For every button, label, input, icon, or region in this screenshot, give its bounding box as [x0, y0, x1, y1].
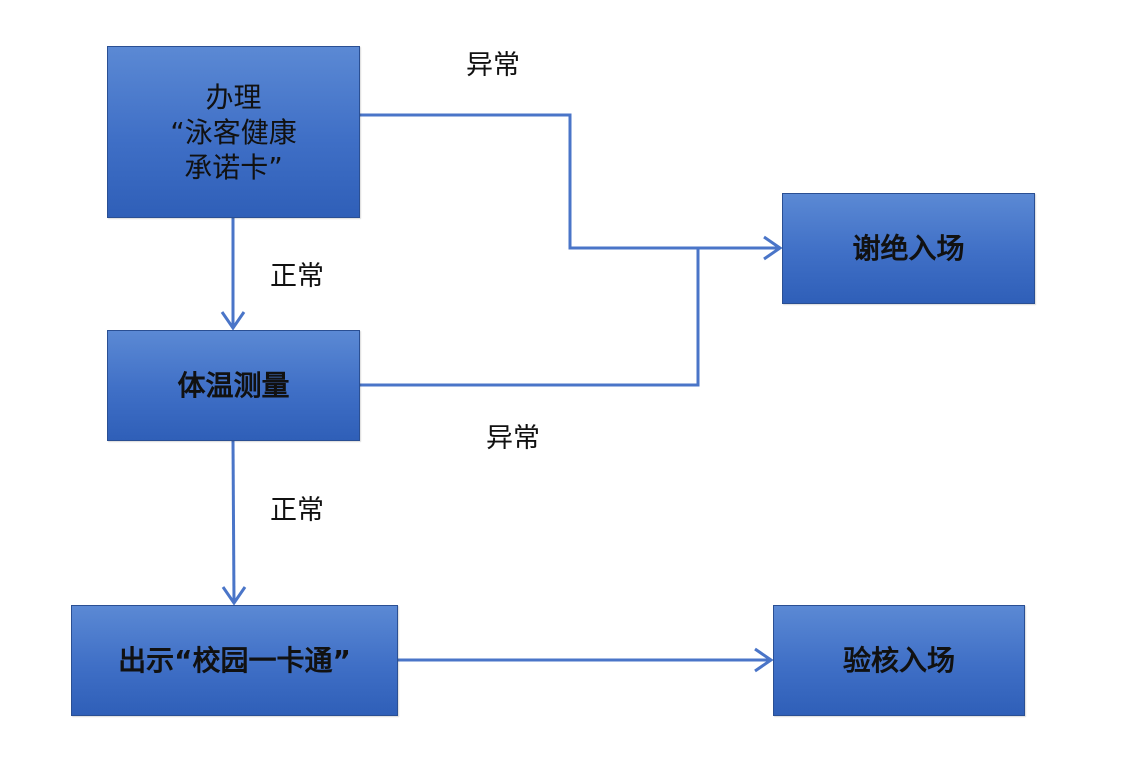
node-show-campus-card-label: 出示“校园一卡通”: [118, 644, 351, 677]
node-verify-entry-label: 验核入场: [842, 644, 955, 677]
node-temperature-measurement: 体温测量: [107, 330, 360, 441]
connector-temperature-to-showcard: [231, 440, 236, 604]
node-verify-entry: 验核入场: [773, 605, 1025, 716]
node-refuse-entry-label: 谢绝入场: [852, 232, 965, 265]
edge-label-abnormal-top: 异常: [466, 50, 520, 81]
edge-label-normal-1: 正常: [270, 261, 324, 292]
node-apply-line-2: “泳客健康: [170, 115, 297, 149]
node-apply-line-1: 办理: [205, 80, 262, 114]
connector-temperature-to-refuse: [360, 248, 700, 387]
node-apply-health-card: 办理 “泳客健康 承诺卡”: [107, 46, 360, 218]
arrowhead-apply-to-temperature: [220, 311, 246, 331]
edge-label-normal-2: 正常: [270, 495, 324, 526]
node-show-campus-card: 出示“校园一卡通”: [71, 605, 398, 716]
arrowhead-to-refuse: [763, 235, 783, 261]
connector-apply-to-refuse: [360, 113, 780, 250]
node-refuse-entry: 谢绝入场: [782, 193, 1035, 304]
node-temperature-label: 体温测量: [177, 369, 290, 402]
edge-label-abnormal-mid: 异常: [486, 423, 540, 454]
arrowhead-temperature-to-showcard: [221, 586, 247, 606]
node-apply-health-card-label: 办理 “泳客健康 承诺卡”: [170, 80, 297, 185]
arrowhead-showcard-to-verify: [754, 647, 774, 673]
node-apply-line-3: 承诺卡”: [184, 150, 283, 184]
